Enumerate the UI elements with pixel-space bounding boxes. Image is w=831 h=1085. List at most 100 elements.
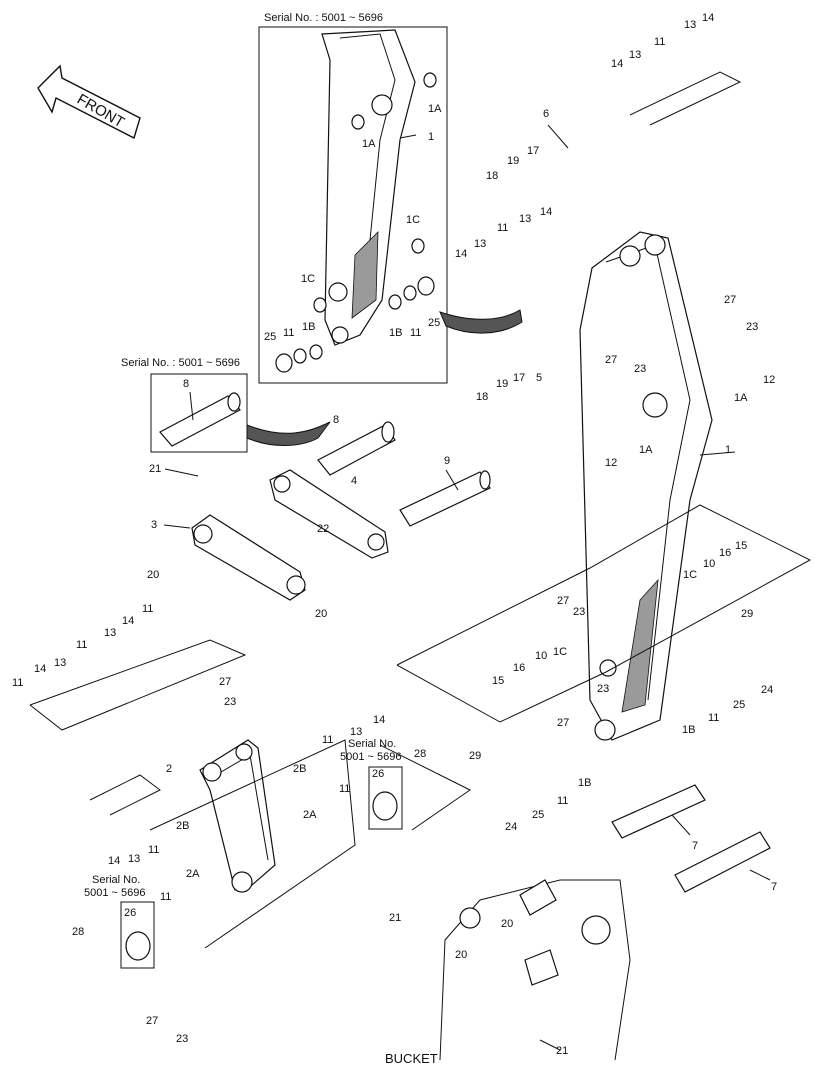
callout-label: 27 — [146, 1015, 158, 1027]
callout-label: 7 — [692, 840, 698, 852]
callout-label: 2B — [176, 820, 189, 832]
callout-label: 11 — [283, 327, 294, 339]
callout-label: 14 — [34, 663, 46, 675]
callout-label: 25 — [532, 809, 544, 821]
callout-label: 26 — [372, 768, 384, 780]
serial-left-frame — [120, 901, 155, 969]
callout-label: 29 — [741, 608, 753, 620]
callout-label: 23 — [176, 1033, 188, 1045]
callout-label: 2B — [293, 763, 306, 775]
callout-label: 1C — [553, 646, 567, 658]
callout-label: 7 — [771, 881, 777, 893]
callout-label: 18 — [476, 391, 488, 403]
callout-label: 14 — [540, 206, 552, 218]
callout-label: 11 — [410, 327, 421, 339]
callout-label: 17 — [527, 145, 539, 157]
link-4-drawing — [269, 469, 389, 559]
callout-label: 20 — [147, 569, 159, 581]
callout-label: 27 — [219, 676, 231, 688]
callout-label: 26 — [124, 907, 136, 919]
callout-label: 21 — [556, 1045, 568, 1057]
callout-label: 21 — [389, 912, 401, 924]
callout-label: 14 — [373, 714, 385, 726]
callout-label: 11 — [322, 734, 333, 746]
callout-label: 1 — [428, 131, 434, 143]
callout-label: 14 — [108, 855, 120, 867]
serial-pin-label: Serial No. : 5001 ~ 5696 — [121, 357, 240, 369]
callout-label: 11 — [654, 36, 665, 48]
callout-label: 1 — [725, 444, 731, 456]
callout-label: 21 — [149, 463, 161, 475]
callout-label: 25 — [428, 317, 440, 329]
callout-label: 11 — [339, 783, 350, 795]
callout-label: 8 — [333, 414, 339, 426]
callout-label: 11 — [708, 712, 719, 724]
callout-label: 11 — [497, 222, 508, 234]
serial-top-label: Serial No. : 5001 ~ 5696 — [264, 12, 383, 24]
callout-label: 23 — [573, 606, 585, 618]
serial-right-frame — [368, 766, 403, 830]
callout-label: 1B — [682, 724, 695, 736]
front-arrow-icon: FRONT — [37, 64, 141, 140]
callout-label: 11 — [557, 795, 568, 807]
callout-label: 15 — [492, 675, 504, 687]
callout-label: 14 — [455, 248, 467, 260]
pin-pointer — [246, 421, 331, 446]
pin-8-inset-drawing — [159, 392, 241, 447]
callout-label: 11 — [12, 677, 23, 689]
callout-label: 14 — [122, 615, 134, 627]
serial-left-l1: Serial No. — [92, 874, 140, 886]
leader-lines — [163, 124, 771, 1051]
serial-inset-frame — [258, 26, 448, 384]
callout-label: 8 — [183, 378, 189, 390]
callout-label: 20 — [315, 608, 327, 620]
callout-label: 1A — [639, 444, 653, 456]
callout-label: 1C — [301, 273, 315, 285]
callout-label: 27 — [557, 717, 569, 729]
callout-label: 11 — [148, 844, 159, 856]
pin-7a-drawing — [611, 784, 706, 839]
inset-pointer — [439, 309, 523, 334]
callout-label: 13 — [350, 726, 362, 738]
callout-label: 1A — [428, 103, 442, 115]
callout-label: 27 — [605, 354, 617, 366]
callout-label: 11 — [142, 603, 153, 615]
serial-right-l2: 5001 ~ 5696 — [340, 751, 401, 763]
callout-label: 27 — [724, 294, 736, 306]
callout-label: 28 — [72, 926, 84, 938]
callout-label: 6 — [543, 108, 549, 120]
callout-label: 11 — [76, 639, 87, 651]
callout-label: 3 — [151, 519, 157, 531]
callout-label: 10 — [535, 650, 547, 662]
callout-label: 23 — [634, 363, 646, 375]
serial-pin-frame — [150, 373, 248, 453]
callout-label: 14 — [702, 12, 714, 24]
callout-label: 18 — [486, 170, 498, 182]
callout-label: 13 — [104, 627, 116, 639]
callout-label: 13 — [629, 49, 641, 61]
callout-label: 25 — [264, 331, 276, 343]
callout-label: 2A — [186, 868, 200, 880]
callout-label: 13 — [519, 213, 531, 225]
callout-label: 1B — [578, 777, 591, 789]
part-callouts: 1 1A 1A 1C 1C 1B 1B 11 11 25 25 6 17 19 … — [12, 12, 777, 1057]
pin-8-drawing — [317, 421, 396, 476]
callout-label: 15 — [735, 540, 747, 552]
callout-label: 13 — [474, 238, 486, 250]
callout-label: 12 — [763, 374, 775, 386]
callout-label: 13 — [128, 853, 140, 865]
callout-label: 16 — [513, 662, 525, 674]
callout-label: 1A — [734, 392, 748, 404]
callout-label: 23 — [224, 696, 236, 708]
serial-right-l1: Serial No. — [348, 738, 396, 750]
callout-label: 13 — [54, 657, 66, 669]
callout-label: 23 — [746, 321, 758, 333]
callout-label: 19 — [507, 155, 519, 167]
pin-9-drawing — [399, 470, 491, 527]
serial-left-l2: 5001 ~ 5696 — [84, 887, 145, 899]
callout-label: 5 — [536, 372, 542, 384]
callout-label: 12 — [605, 457, 617, 469]
bucket-link-2-drawing — [199, 739, 276, 893]
